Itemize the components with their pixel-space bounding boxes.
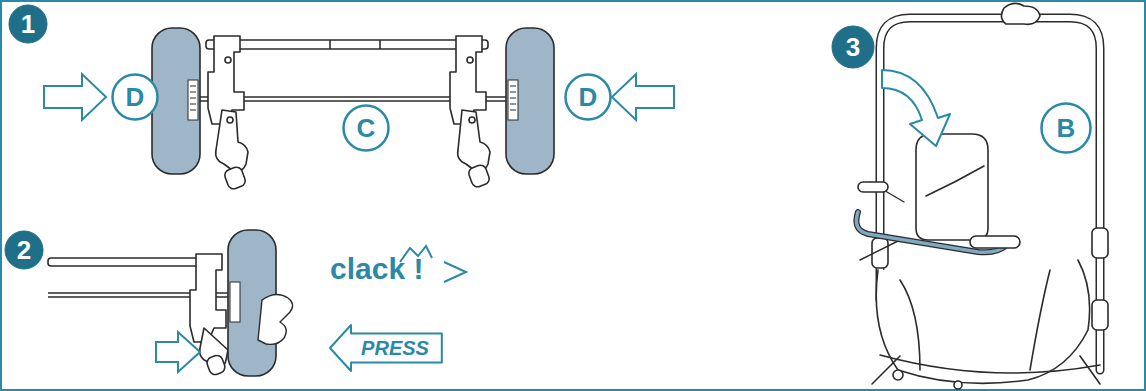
letter-circle	[566, 75, 611, 120]
callout-number: 3	[846, 34, 860, 60]
wheel	[506, 28, 554, 174]
instruction-word: PRESS	[361, 338, 429, 358]
callout-circle	[9, 5, 47, 43]
callout-circle	[5, 231, 43, 269]
part-letter: D	[111, 73, 159, 121]
step-number: 2	[4, 230, 44, 270]
callout-circle	[832, 26, 874, 68]
part-label: D	[579, 84, 598, 110]
step-number: 1	[8, 4, 48, 44]
step-number: 3	[831, 25, 875, 69]
stroller-frame	[856, 3, 1108, 389]
callout-number: 1	[21, 11, 35, 37]
click-symbol	[444, 262, 466, 282]
part-letter: C	[342, 104, 390, 152]
letter-circle	[344, 106, 389, 151]
letter-circle	[113, 75, 158, 120]
push-arrow	[156, 332, 200, 372]
axle-detail	[48, 254, 240, 376]
callout-number: 2	[17, 237, 31, 263]
part-label: B	[1057, 115, 1076, 141]
placement-arrow	[882, 70, 950, 146]
arrow-outline	[330, 325, 442, 371]
part-letter: B	[1040, 102, 1092, 154]
push-arrow	[44, 74, 106, 120]
sound-word: clack !	[330, 252, 423, 286]
press-arrow: PRESS	[329, 324, 443, 372]
wheel	[152, 28, 200, 174]
part-label: C	[357, 115, 376, 141]
push-arrow	[612, 74, 674, 120]
part-label: D	[126, 84, 145, 110]
hand	[258, 294, 293, 344]
letter-circle	[1042, 104, 1091, 153]
axle-assembly	[180, 36, 528, 190]
part-letter: D	[564, 73, 612, 121]
